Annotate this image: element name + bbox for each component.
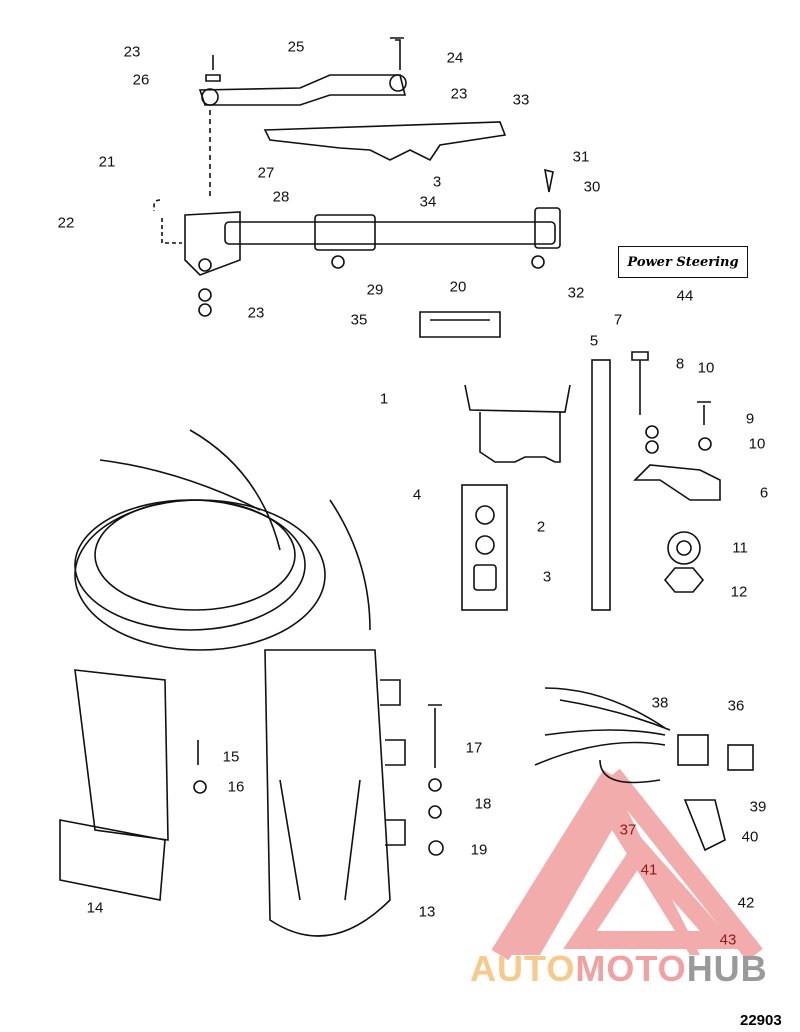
callout: 7 [613, 311, 623, 329]
callout: 32 [567, 284, 585, 302]
power-steering-decal-44: Power Steering [618, 246, 748, 278]
bracket-1 [464, 384, 571, 463]
bracket-33 [263, 121, 507, 162]
callout: 44 [676, 287, 694, 305]
callout: 25 [287, 38, 305, 56]
callout: 37 [619, 821, 637, 839]
callout: 9 [745, 410, 755, 428]
callout: 28 [272, 188, 290, 206]
decal-text: Power Steering [627, 254, 739, 270]
watermark-part: MOTO [575, 948, 687, 989]
bracket-35 [419, 311, 501, 338]
callout: 19 [470, 841, 488, 859]
callout: 29 [366, 281, 384, 299]
watermark-part: AUTO [470, 948, 576, 989]
callout: 42 [737, 894, 755, 912]
callout: 30 [583, 178, 601, 196]
callout: 39 [749, 798, 767, 816]
callout: 11 [732, 539, 748, 557]
harness-37 [534, 687, 671, 784]
callout: 8 [675, 355, 685, 373]
callout: 12 [730, 583, 748, 601]
callout: 5 [589, 332, 599, 350]
callout: 20 [449, 278, 467, 296]
callout: 21 [98, 153, 116, 171]
callout: 24 [446, 49, 464, 67]
threaded-rod [591, 359, 611, 611]
callout: 10 [748, 435, 766, 453]
callout: 23 [450, 85, 468, 103]
tie-bar [198, 37, 407, 200]
callout: 2 [536, 518, 546, 536]
callout: 4 [412, 486, 422, 504]
callout: 31 [572, 148, 590, 166]
callout: 40 [741, 828, 759, 846]
hose-coil [74, 429, 371, 651]
callout: 27 [257, 164, 275, 182]
callout: 38 [651, 694, 669, 712]
callout: 6 [759, 484, 769, 502]
callout: 34 [419, 193, 437, 211]
callout: 41 [640, 861, 658, 879]
callout: 1 [379, 390, 389, 408]
callout: 14 [86, 899, 104, 917]
callout: 26 [132, 71, 150, 89]
pump-13 [264, 649, 406, 937]
callout: 16 [227, 778, 245, 796]
watermark-part: HUB [686, 948, 768, 989]
callout: 10 [697, 359, 715, 377]
callout: 22 [57, 214, 75, 232]
callout: 3 [432, 173, 442, 191]
callout: 3 [542, 568, 552, 586]
callout: 36 [727, 697, 745, 715]
callout: 15 [222, 748, 240, 766]
callout: 43 [719, 931, 737, 949]
steering-cylinder [153, 168, 561, 317]
callout: 13 [418, 903, 436, 921]
lever-6 [633, 464, 721, 501]
kit-4 [461, 484, 508, 611]
callout: 35 [350, 311, 368, 329]
callout: 18 [474, 795, 492, 813]
callout: 17 [465, 739, 483, 757]
mounting-plate [59, 669, 169, 901]
figure-number: 22903 [740, 1012, 782, 1029]
callout: 23 [123, 43, 141, 61]
watermark-triangle [491, 768, 790, 962]
watermark-text: AUTOMOTOHUB [470, 948, 768, 990]
callout: 33 [512, 91, 530, 109]
callout: 23 [247, 304, 265, 322]
